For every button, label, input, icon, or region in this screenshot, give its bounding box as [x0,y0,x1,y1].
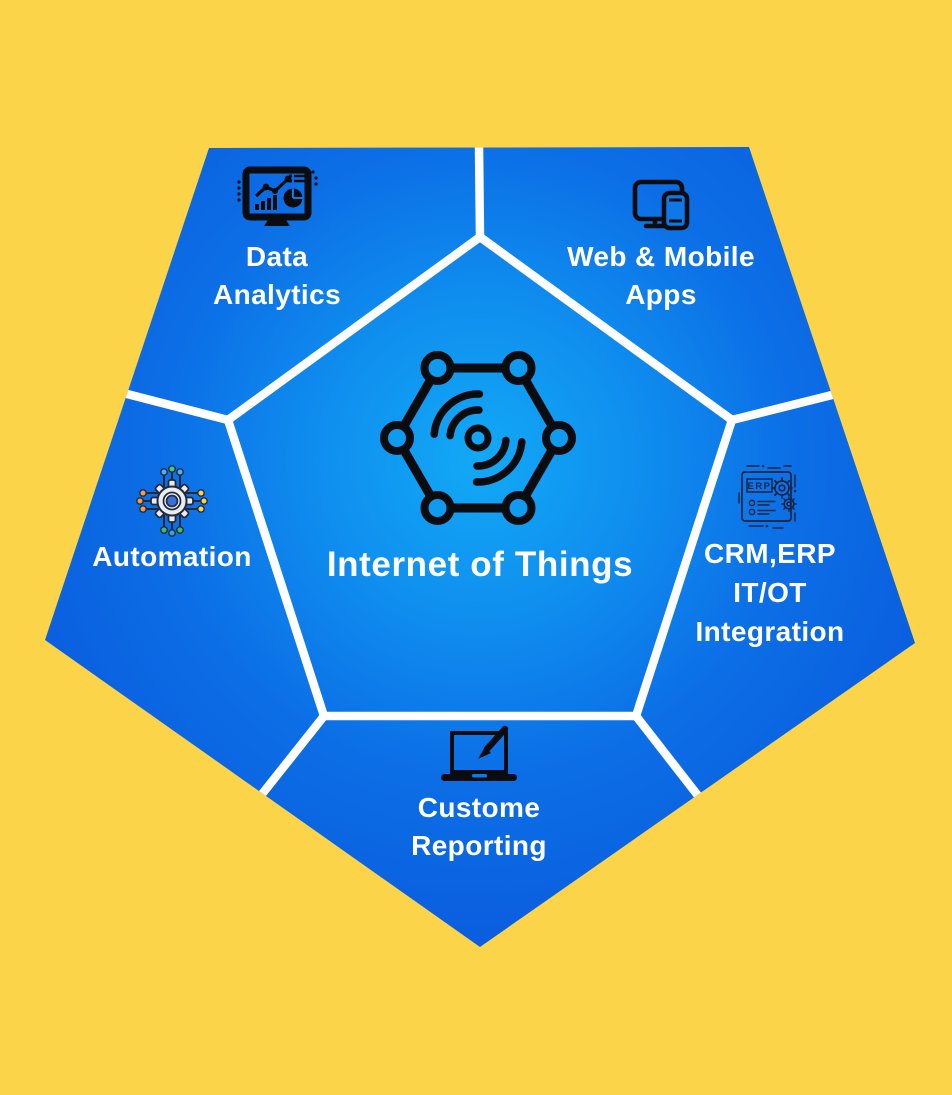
responsive-devices-icon [632,179,690,231]
label-line: Apps [625,279,697,310]
label-line: Automation [92,541,252,572]
label-automation: Automation [92,538,252,576]
outer-pentagon [45,147,915,947]
erp-document-gears-icon: ERP [738,464,797,529]
label-data-analytics: Data Analytics [213,238,341,314]
label-line: Analytics [212,279,342,310]
label-line: Reporting [411,830,547,861]
segment-divider [122,389,233,425]
center-title: Internet of Things [326,545,634,584]
label-crm-erp-integration: CRM,ERP IT/OT Integration [695,534,844,651]
center-pentagon-border [223,232,737,721]
analytics-dashboard-icon [237,166,318,226]
segment-divider [727,390,837,425]
laptop-pencil-icon [441,725,517,781]
iot-hexagon-network-icon [380,351,576,525]
label-line: CRM,ERP [704,538,836,569]
label-line: Integration [695,616,845,647]
pencil-icon [483,725,509,753]
wifi-signal-icon [464,424,492,452]
label-line: Web & Mobile [567,241,755,272]
label-line: Custome [417,792,541,823]
segment-divider [474,147,485,242]
segment-dividers [122,147,837,800]
label-web-mobile-apps: Web & Mobile Apps [567,238,755,314]
label-line: Data [245,241,309,272]
segment-divider [631,711,702,800]
erp-icon-text: ERP [747,481,771,492]
segment-divider [258,711,329,798]
label-line: IT/OT [733,577,807,608]
automation-chip-gear-icon [136,465,208,537]
label-custome-reporting: Custome Reporting [411,789,547,865]
